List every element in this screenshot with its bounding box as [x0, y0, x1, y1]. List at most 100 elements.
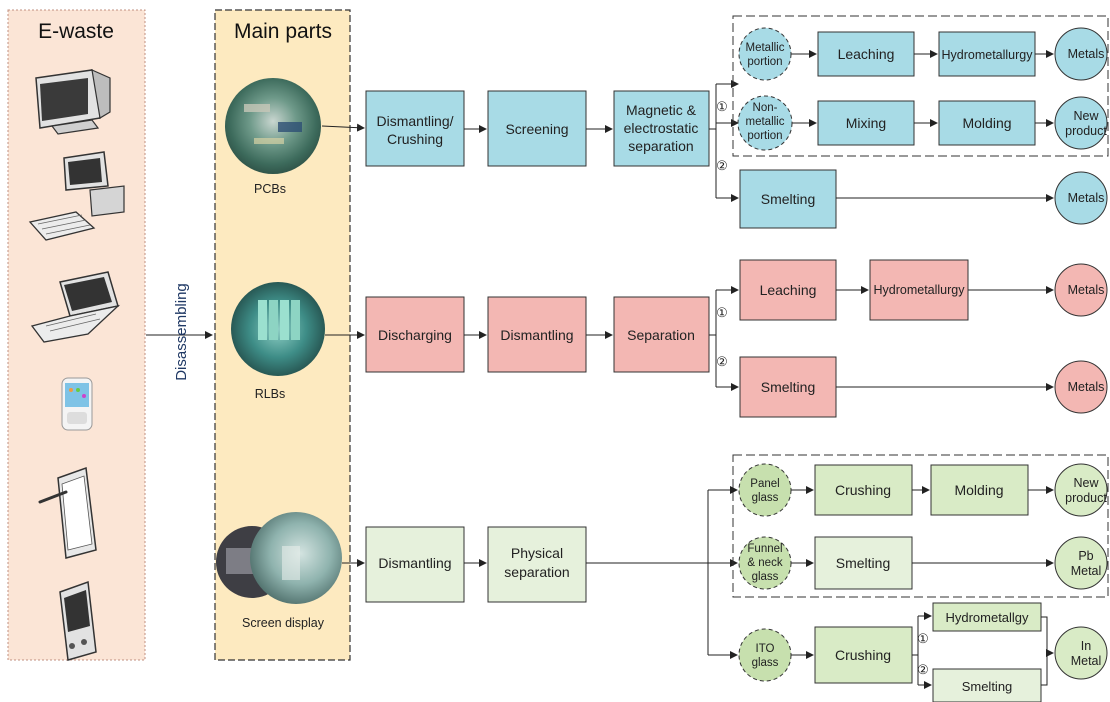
- screen-new-product-line2: product: [1065, 491, 1107, 505]
- pcb-mixing-box: [817, 100, 915, 146]
- screen-in-metal-line1: In: [1081, 639, 1091, 653]
- pcb-molding-box: [938, 100, 1036, 146]
- screen-ito-line1: ITO: [756, 643, 775, 655]
- svg-text:Metal: Metal: [1071, 564, 1102, 578]
- rlb-discharging-label: Discharging: [378, 327, 452, 343]
- screen-in-metal-node: [1054, 626, 1108, 680]
- rlb-leaching-label: Leaching: [760, 282, 817, 298]
- pcb-magnetic-box: [613, 90, 710, 167]
- part-label-screen: Screen display: [242, 616, 325, 630]
- rlb-metals-a-label: Metals: [1068, 283, 1105, 297]
- svg-text:glass: glass: [752, 571, 779, 583]
- screen-new-product-line1: New: [1073, 476, 1099, 490]
- pcb-metals-b-label: Metals: [1068, 191, 1105, 205]
- svg-text:In: In: [1081, 639, 1091, 653]
- screen-photo: [216, 512, 342, 604]
- pcb-new-product-line1: New: [1073, 109, 1099, 123]
- screen-pb-metal-node: [1054, 536, 1108, 590]
- rlb-hydrometallurgy-label: Hydrometallurgy: [873, 283, 965, 297]
- screen-in-metal-line2: Metal: [1071, 654, 1102, 668]
- pcb-step1-line1: Dismantling/: [376, 113, 453, 129]
- rlb-route-1: ①: [716, 305, 728, 320]
- ewaste-title: E-waste: [38, 20, 114, 43]
- tablet-icon: [38, 466, 97, 559]
- screen-hydrometallgy-label: Hydrometallgy: [945, 610, 1029, 625]
- rlb-metals-b-label: Metals: [1068, 380, 1105, 394]
- screen-ito-line2: glass: [752, 657, 779, 669]
- screen-smelting-a-box: [814, 536, 913, 590]
- pcb-new-product-line2: product: [1065, 124, 1107, 138]
- pcb-metallic-line2: portion: [747, 56, 782, 68]
- screen-panel-line2: glass: [752, 492, 779, 504]
- pcb-hydrometallurgy-box: [938, 31, 1036, 77]
- screen-dismantling-label: Dismantling: [378, 555, 451, 571]
- screen-pb-metal-line1: Pb: [1078, 549, 1093, 563]
- crt-monitor-icon: [35, 68, 111, 135]
- rlb-hydrometallurgy-box: [869, 259, 969, 321]
- svg-text:Metal: Metal: [1071, 654, 1102, 668]
- rlb-separation-box: [613, 296, 710, 373]
- part-label-pcbs: PCBs: [254, 182, 286, 196]
- part-label-rlbs: RLBs: [255, 387, 286, 401]
- rlb-smelting-box: [739, 356, 837, 418]
- screen-panel-line1: Panel: [750, 478, 779, 490]
- screen-crushing-b-box: [814, 626, 913, 684]
- pcb-route-2: ②: [716, 158, 728, 173]
- pcb-hydrometallurgy-label: Hydrometallurgy: [941, 48, 1033, 62]
- disassembling-label: Disassembling: [173, 283, 190, 381]
- rlb-metals-node-a: [1054, 263, 1108, 317]
- svg-text:Dismantling/: Dismantling/: [376, 113, 453, 129]
- pcb-metallic-line1: Metallic: [746, 42, 785, 54]
- svg-text:Crushing: Crushing: [387, 131, 443, 147]
- svg-text:Pb: Pb: [1078, 549, 1093, 563]
- rlb-photo: [231, 282, 325, 376]
- screen-step2-line1: Physical: [511, 545, 563, 561]
- pcb-photo: [225, 78, 321, 174]
- svg-text:Magnetic &: Magnetic &: [626, 102, 697, 118]
- screen-route-1: ①: [917, 631, 929, 646]
- screen-hydrometallgy-box: [932, 602, 1042, 632]
- pcb-step1-line2: Crushing: [387, 131, 443, 147]
- svg-text:separation: separation: [504, 564, 569, 580]
- screen-pb-metal-line2: Metal: [1071, 564, 1102, 578]
- rlb-metals-node-b: [1054, 360, 1108, 414]
- pcb-metals-node-a: [1054, 27, 1108, 81]
- svg-text:portion: portion: [747, 56, 782, 68]
- pcb-nonmetallic-line2: metallic: [746, 116, 785, 128]
- pcb-screening-label: Screening: [505, 121, 568, 137]
- rlb-leaching-box: [739, 259, 837, 321]
- screen-recovery-group: [732, 454, 1109, 598]
- pcb-molding-label: Molding: [962, 115, 1011, 131]
- svg-text:Non-: Non-: [753, 102, 778, 114]
- pda-icon: [59, 580, 97, 661]
- screen-physical-separation-box: [487, 526, 587, 603]
- pcb-screening-box: [487, 90, 587, 167]
- screen-smelting-b-label: Smelting: [962, 679, 1013, 694]
- pcb-dismantling-crushing-box: [365, 90, 465, 167]
- pcb-route-1: ①: [716, 99, 728, 114]
- screen-panel-glass-node: [738, 463, 792, 517]
- pcb-step3-line1: Magnetic &: [626, 102, 697, 118]
- screen-step2-line2: separation: [504, 564, 569, 580]
- rlb-route-2: ②: [716, 354, 728, 369]
- rlb-dismantling-label: Dismantling: [500, 327, 573, 343]
- pcb-metallic-portion-node: [738, 27, 792, 81]
- screen-molding-box: [930, 464, 1029, 516]
- svg-text:glass: glass: [752, 657, 779, 669]
- screen-crushing-a-label: Crushing: [835, 482, 891, 498]
- pcb-metals-node-b: [1054, 171, 1108, 225]
- screen-smelting-b-box: [932, 668, 1042, 702]
- svg-text:Metallic: Metallic: [746, 42, 785, 54]
- main-parts-title: Main parts: [234, 20, 332, 43]
- screen-funnel-line3: glass: [752, 571, 779, 583]
- svg-text:New: New: [1073, 476, 1099, 490]
- pcb-step3-line3: separation: [628, 138, 693, 154]
- screen-smelting-a-label: Smelting: [836, 555, 890, 571]
- pcb-metals-a-label: Metals: [1068, 47, 1105, 61]
- smartphone-icon: [61, 377, 93, 431]
- screen-funnel-line1: Funnel: [747, 543, 782, 555]
- svg-text:electrostatic: electrostatic: [624, 120, 699, 136]
- svg-text:New: New: [1073, 109, 1099, 123]
- pcb-smelting-box: [739, 169, 837, 229]
